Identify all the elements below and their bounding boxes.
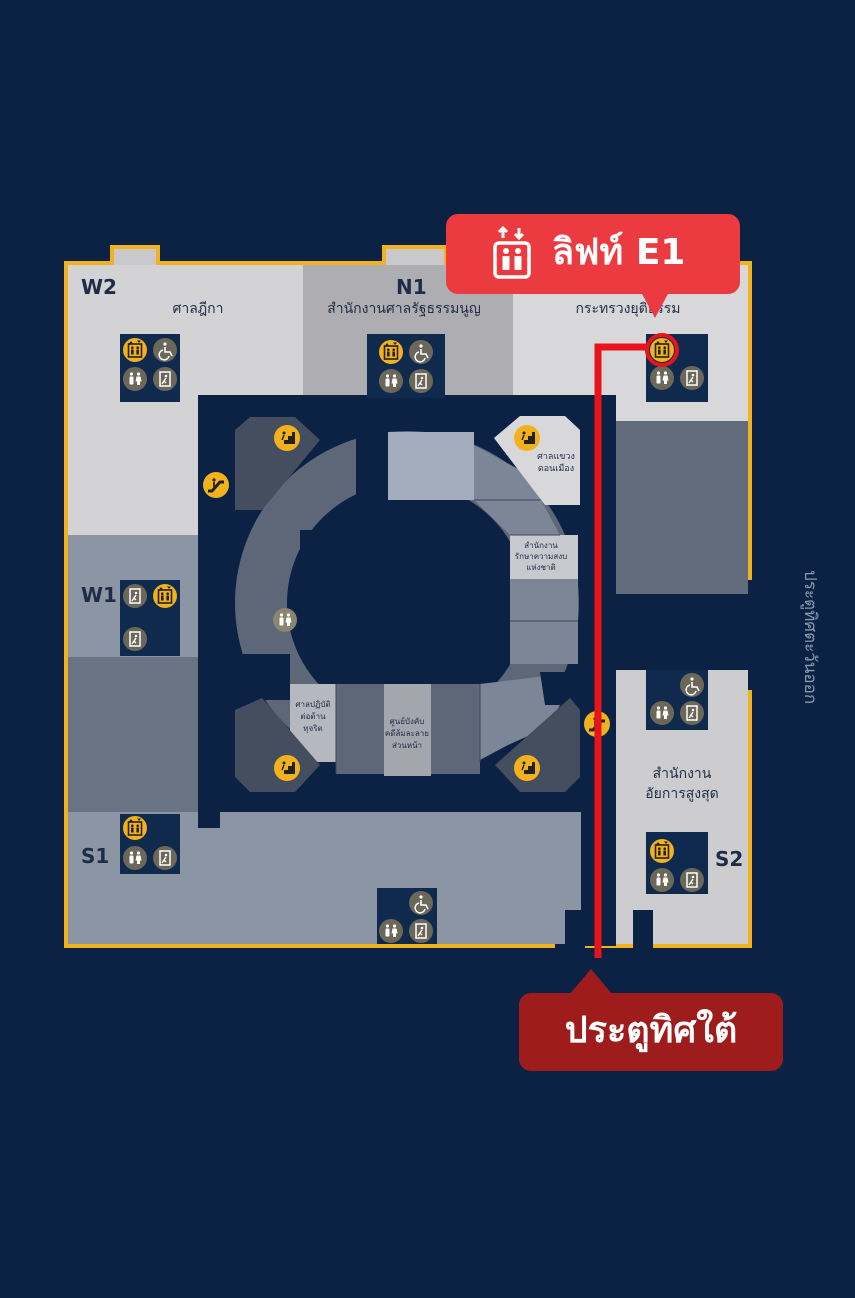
fire-exit-icon	[679, 700, 705, 726]
restroom-icon	[650, 868, 674, 892]
room-peace-office-3: แห่งชาติ	[526, 563, 555, 572]
stairs-icon	[273, 424, 301, 452]
route-line	[594, 343, 648, 958]
south-gate-label: ประตูทิศใต้	[564, 1010, 738, 1051]
elevator-icon	[122, 337, 148, 363]
zone-label-s1: S1	[81, 844, 109, 868]
south-gate-callout[interactable]: ประตูทิศใต้	[519, 969, 783, 1071]
zone-label-n1: N1	[396, 275, 427, 299]
room-corruption-court-1: ศาลปฏิบัติ	[295, 700, 330, 709]
elevator-icon	[152, 583, 178, 609]
fire-exit-icon	[679, 365, 705, 391]
room-don-mueang-court-2: ดอนเมือง	[538, 463, 574, 474]
fire-exit-icon	[152, 366, 178, 392]
room-peace-office-1: สำนักงาน	[524, 541, 558, 550]
room-don-mueang-court-1: ศาลแขวง	[537, 452, 575, 462]
fire-exit-icon	[122, 583, 148, 609]
room-supreme-court: ศาลฎีกา	[172, 301, 223, 317]
restroom-icon	[123, 846, 147, 870]
callout-tail	[569, 969, 613, 995]
fire-exit-icon	[408, 918, 434, 944]
room-enforcement-center-1: ศูนย์บังคับ	[390, 716, 425, 727]
room-constitutional-court: สำนักงานศาลรัฐธรรมนูญ	[327, 301, 481, 317]
block-w2	[68, 265, 303, 395]
fire-exit-icon	[408, 368, 434, 394]
restroom-icon	[650, 701, 674, 725]
zone-label-w1: W1	[81, 583, 117, 607]
block-peace-office	[510, 535, 578, 579]
wheelchair-icon	[679, 672, 705, 698]
stairs-icon	[273, 754, 301, 782]
east-road-label: ประตูทิศตะวันออก	[800, 570, 820, 705]
restroom-icon	[273, 608, 297, 632]
callout-tail	[641, 292, 669, 318]
fire-exit-icon	[122, 626, 148, 652]
room-corruption-court-2: ต่อต้าน	[300, 712, 326, 721]
restroom-icon	[379, 919, 403, 943]
stairs-icon	[513, 424, 541, 452]
restroom-icon	[650, 366, 674, 390]
zone-label-w2: W2	[81, 275, 117, 299]
elevator-icon	[122, 815, 148, 841]
elevator-e1-icon[interactable]	[649, 337, 675, 363]
elevator-icon	[649, 838, 675, 864]
room-enforcement-center-3: ส่วนหน้า	[392, 741, 422, 750]
room-corruption-court-3: ทุจริต	[303, 724, 322, 733]
fire-exit-icon	[152, 845, 178, 871]
room-peace-office-2: รักษาความสงบ	[515, 552, 567, 561]
room-attorney-general-2: อัยการสูงสุด	[645, 786, 719, 802]
elevator-e1-label: ลิฟท์ E1	[552, 232, 686, 273]
zone-label-s2: S2	[715, 847, 743, 871]
fire-exit-icon	[679, 867, 705, 893]
escalator-icon	[201, 470, 231, 500]
room-enforcement-center-2: คดีล้มละลาย	[385, 729, 429, 738]
elevator-icon	[378, 339, 404, 365]
elevator-icon	[493, 226, 531, 279]
wheelchair-icon	[408, 890, 434, 916]
room-attorney-general-1: สำนักงาน	[653, 766, 712, 782]
wheelchair-icon	[408, 339, 434, 365]
restroom-icon	[123, 367, 147, 391]
wheelchair-icon	[152, 337, 178, 363]
stairs-icon	[513, 754, 541, 782]
elevator-e1-callout[interactable]: ลิฟท์ E1	[446, 214, 740, 318]
block-enforcement-center	[384, 684, 431, 776]
restroom-icon	[379, 369, 403, 393]
